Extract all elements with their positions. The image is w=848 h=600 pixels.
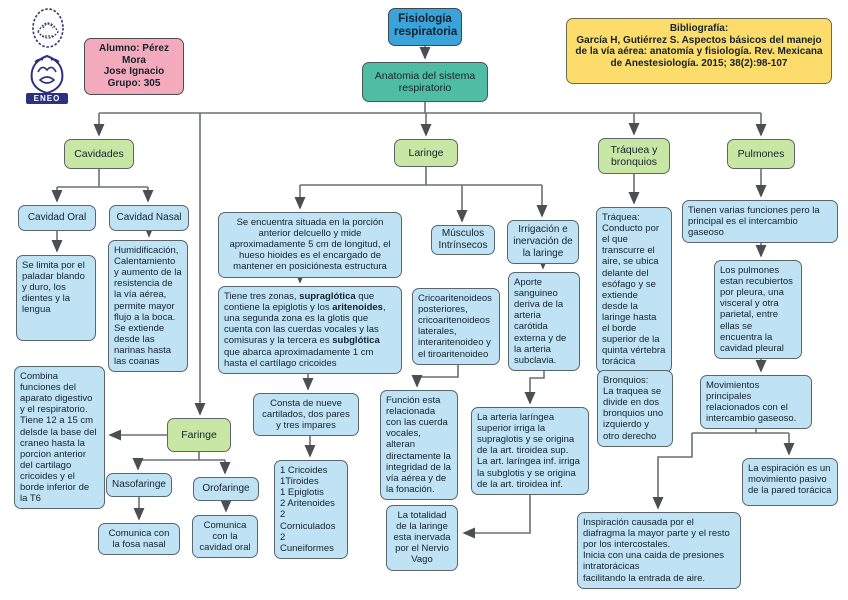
bibliography-box: Bibliografía: García H, Gutiérrez S. Asp… — [566, 18, 832, 84]
node-laringe-zonas: Tiene tres zonas, supraglótica que conti… — [218, 286, 402, 374]
node-laringe: Laringe — [394, 139, 458, 167]
node-nasofaringe-desc: Comunica con la fosa nasal — [98, 523, 180, 556]
node-traquea-desc: Tráquea: Conducto por el que transcurre … — [596, 207, 672, 373]
unam-logo — [30, 6, 66, 52]
node-aporte-sanguineo: Aporte sanguineo deriva de la arteria ca… — [508, 272, 580, 371]
eneo-logo: ENEO — [26, 54, 68, 104]
node-faringe-desc: Combina funciones del aparato digestivo … — [14, 366, 105, 510]
node-bronquios-desc: Bronquios: La traquea se divide en dos b… — [597, 370, 673, 447]
node-anatomia-sistema-respiratorio: Anatomia del sistema respiratorio — [362, 62, 488, 102]
node-faringe: Faringe — [167, 418, 231, 452]
node-orofaringe-desc: Comunica con la cavidad oral — [192, 515, 258, 559]
node-fisiologia-respiratoria: Fisiología respiratoria — [388, 8, 462, 46]
student-info-box: Alumno: Pérez Mora Jose Ignacio Grupo: 3… — [84, 38, 184, 95]
node-cavidad-oral-desc: Se limita por el paladar blando y duro, … — [16, 255, 96, 341]
node-pleura: Los pulmones estan recubiertos por pleur… — [714, 260, 802, 359]
node-musculos-intrinsecos: Músculos Intrínsecos — [431, 225, 495, 255]
node-cavidad-oral: Cavidad Oral — [18, 205, 96, 231]
node-musculos-lista: Cricoaritenoideos posteriores, cricoarit… — [412, 288, 500, 365]
node-orofaringe: Orofaringe — [193, 477, 259, 501]
node-movimientos: Movimientos principales relacionados con… — [700, 375, 812, 430]
node-pulmones: Pulmones — [727, 139, 795, 169]
node-musculos-funcion: Función esta relacionada con las cuerda … — [380, 390, 458, 500]
node-espiracion: La espiración es un movimiento pasivo de… — [742, 458, 838, 506]
node-traquea-y-bronquios: Tráquea y bronquios — [598, 138, 670, 174]
node-cavidad-nasal-desc: Humidificación, Calentamiento y aumento … — [108, 240, 188, 373]
node-inspiracion: Inspiración causada por el diafragma la … — [577, 512, 741, 589]
node-cavidad-nasal: Cavidad Nasal — [109, 205, 189, 231]
node-cavidades: Cavidades — [64, 139, 134, 169]
node-nasofaringe: Nasofaringe — [106, 473, 172, 497]
node-cartilagos-lista: 1 Cricoides 1Tiroides 1 Epiglotis 2 Arit… — [274, 460, 348, 559]
node-irrigacion-inervacion: Irrigación e inervación de la laringe — [507, 220, 579, 264]
eneo-logo-text: ENEO — [26, 93, 68, 104]
node-pulmones-funcion: Tienen varias funciones pero la principa… — [682, 200, 838, 244]
node-cartilagos-resumen: Consta de nueve cartilados, dos pares y … — [253, 393, 359, 437]
node-arterias-laringeas: La arteria laríngea superior irriga la s… — [471, 407, 589, 495]
node-laringe-desc: Se encuentra situada en la porción anter… — [218, 212, 402, 278]
node-inervacion-vago: La totalidad de la laringe esta inervada… — [386, 505, 458, 571]
